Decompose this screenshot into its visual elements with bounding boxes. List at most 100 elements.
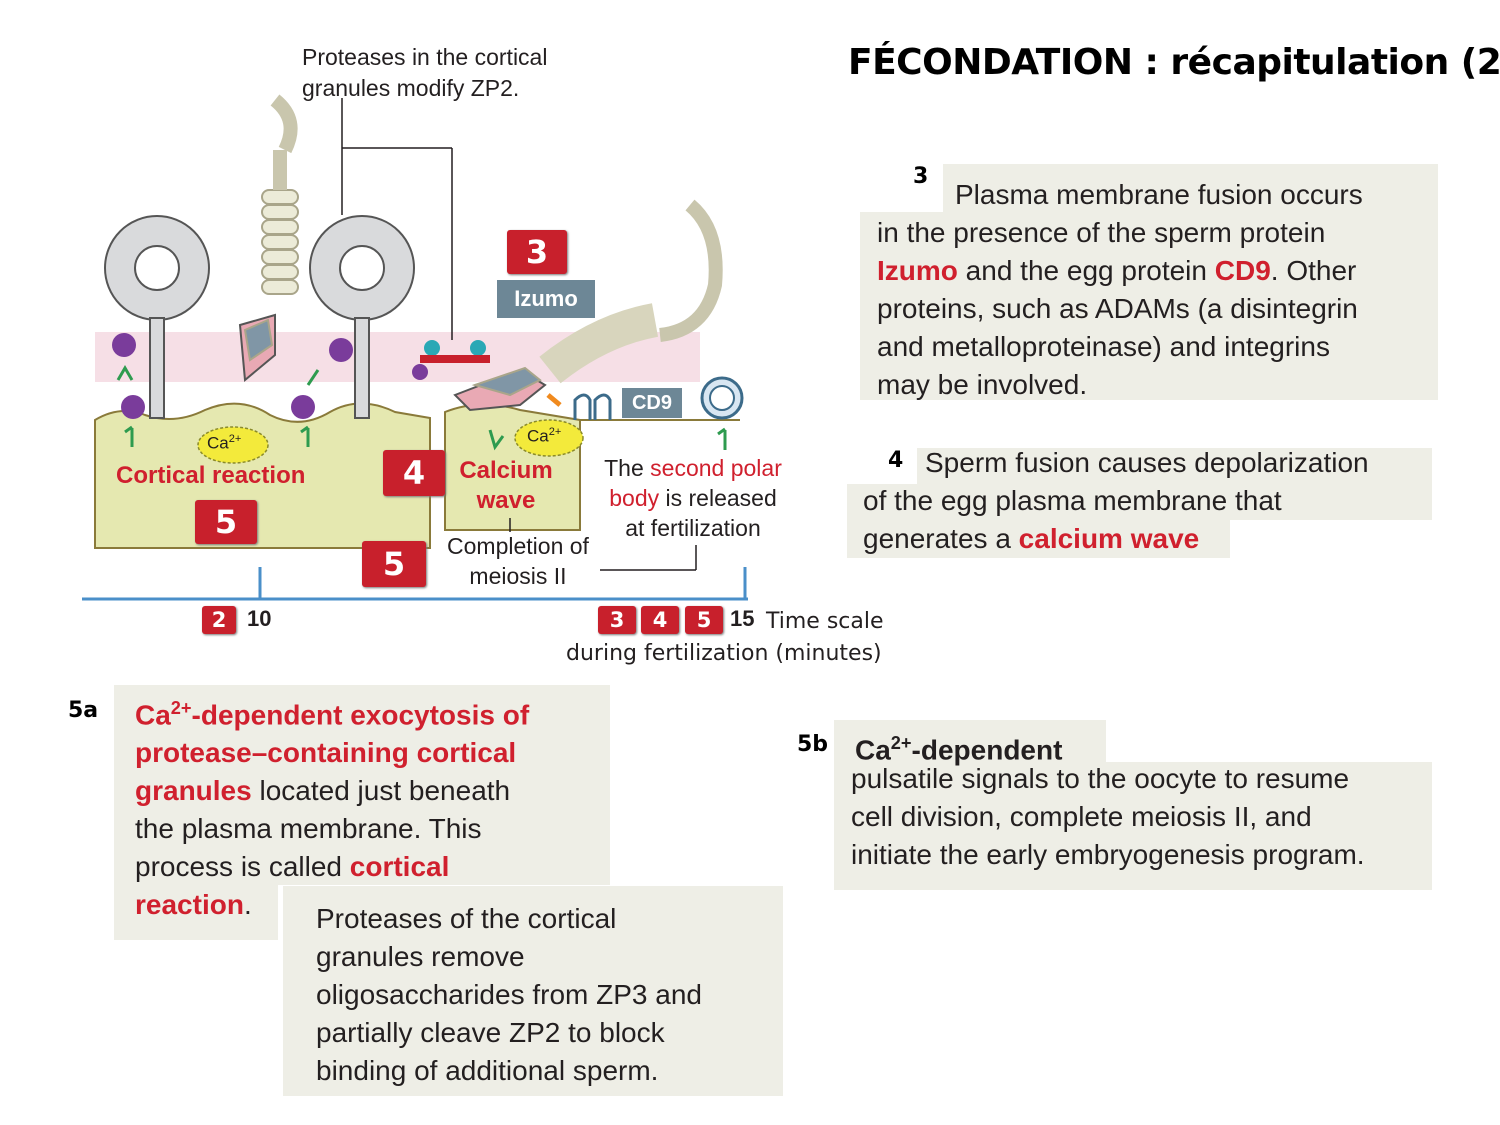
box3-cd9: CD9	[1214, 255, 1271, 286]
step-5-badge-center: 5	[362, 541, 426, 587]
box5b-red-rest: -dependent	[911, 734, 1063, 766]
completion-meiosis-label: Completion of meiosis II	[432, 531, 604, 591]
completion-line1: Completion of	[447, 533, 589, 559]
box4-line3-prefix: generates a	[863, 523, 1019, 554]
box3-izumo: Izumo	[877, 255, 958, 286]
sperm-left	[238, 94, 299, 382]
box5a2-line4: partially cleave ZP2 to block	[316, 1017, 665, 1048]
time-axis	[82, 567, 748, 601]
box5b-line3: initiate the early embryogenesis program…	[851, 839, 1365, 870]
exocytosis-arrows	[116, 365, 727, 451]
time-scale-label-line1: Time scale	[766, 609, 884, 634]
time-scale-label-line2: during fertilization (minutes)	[566, 641, 882, 666]
time-tick-10: 10	[247, 606, 272, 631]
box5a-red-line1-rest: -dependent exocytosis of	[191, 699, 530, 731]
box3-header-bg	[943, 164, 1438, 214]
ca-base: Ca	[207, 433, 229, 453]
box3-mid: and the egg protein	[957, 255, 1215, 286]
polar-line3: at fertilization	[625, 515, 761, 541]
box4-line2: of the egg plasma membrane that	[863, 485, 1282, 516]
cd9-receptor	[573, 393, 612, 420]
time-badge-4: 4	[641, 606, 679, 634]
box5a2-bg	[283, 886, 783, 1096]
box5a-bg-top	[114, 685, 610, 885]
box5b-line2: cell division, complete meiosis II, and	[851, 801, 1312, 832]
box5a-line5-prefix: process is called	[135, 851, 350, 883]
box3-line4: proteins, such as ADAMs (a disintegrin	[877, 293, 1358, 324]
calcium-wave-line2: wave	[476, 487, 536, 514]
calcium-wave-label: Calcium wave	[452, 456, 560, 516]
box4-line1: Sperm fusion causes depolarization	[925, 447, 1369, 478]
box5a-line6-red: reaction	[135, 889, 244, 921]
polar-suffix: is released	[659, 485, 777, 511]
polar-prefix: The	[604, 455, 651, 481]
polar-body-label: The second polar body is released at fer…	[588, 453, 798, 543]
protease-leader-lines	[341, 98, 697, 571]
cd9-label: CD9	[622, 388, 682, 418]
box4-header-bg	[917, 448, 1432, 484]
box4-end-bg	[847, 520, 1230, 558]
protease-label-line1: Proteases in the cortical	[302, 44, 548, 70]
box3-body: in the presence of the sperm protein Izu…	[877, 214, 1358, 404]
fertilization-diagram	[82, 94, 748, 601]
box3-line1: Plasma membrane fusion occurs	[955, 179, 1363, 210]
box5a2-line1: Proteases of the cortical	[316, 903, 617, 934]
time-badge-2: 2	[202, 606, 236, 634]
box5b-body: pulsatile signals to the oocyte to resum…	[851, 760, 1365, 874]
box3-body-bg	[860, 212, 1438, 400]
step-4-badge: 4	[383, 450, 445, 496]
polar-red2: body	[609, 485, 660, 511]
ca-base: Ca	[527, 426, 549, 446]
page-title: FÉCONDATION : récapitulation (2)	[848, 42, 1500, 83]
box5a-bg-bottom	[114, 885, 278, 940]
box5b-body-bg	[834, 762, 1432, 890]
box3-line2: in the presence of the sperm protein	[877, 217, 1326, 248]
box5a-number: 5a	[68, 698, 99, 723]
box3-other: . Other	[1270, 255, 1357, 286]
box5a2-line2: granules remove	[316, 941, 525, 972]
box5a-red-base: Ca	[135, 699, 171, 731]
calcium-cloud-right	[514, 419, 584, 457]
protease-label: Proteases in the cortical granules modif…	[302, 42, 547, 104]
calcium-wave-line1: Calcium	[459, 457, 553, 484]
box5a2-line5: binding of additional sperm.	[316, 1055, 659, 1086]
cortical-granules	[112, 333, 353, 419]
box5a-red-line3: granules	[135, 775, 252, 807]
box5a2-line3: oligosaccharides from ZP3 and	[316, 979, 702, 1010]
step-3-badge: 3	[507, 230, 567, 274]
ca-sup: 2+	[548, 426, 562, 438]
ca-sup: 2+	[228, 433, 242, 445]
box5b-number: 5b	[797, 732, 829, 757]
time-tick-15: 15	[730, 606, 755, 631]
box5b-red-header: Ca2+-dependent	[855, 724, 1062, 769]
box5b-line1: pulsatile signals to the oocyte to resum…	[851, 763, 1350, 794]
completion-line2: meiosis II	[469, 563, 567, 589]
zp-receptor-1	[104, 215, 210, 419]
box5a-line3-rest: located just beneath	[251, 775, 511, 807]
box3-number: 3	[913, 164, 929, 189]
box3-line5: and metalloproteinase) and integrins	[877, 331, 1330, 362]
cortical-reaction-label: Cortical reaction	[116, 462, 306, 489]
box4-body: of the egg plasma membrane that generate…	[863, 482, 1282, 558]
box5a-line4: the plasma membrane. This	[135, 813, 482, 845]
polar-red1: second polar	[650, 455, 782, 481]
box5a-red-sup: 2+	[170, 698, 192, 718]
box4-mid-bg	[847, 484, 1432, 520]
time-badge-3: 3	[598, 606, 636, 634]
box5b-red-base: Ca	[855, 734, 891, 766]
time-badge-5: 5	[685, 606, 723, 634]
calcium-label-left: Ca2+	[207, 433, 241, 454]
box5a-red-line2: protease–containing cortical	[135, 737, 517, 769]
step-5-badge-left: 5	[195, 500, 257, 544]
protease-label-line2: granules modify ZP2.	[302, 75, 520, 101]
izumo-label: Izumo	[497, 280, 595, 318]
box5a-line6-rest: .	[243, 889, 252, 921]
box5b-red-sup: 2+	[890, 733, 912, 753]
box4-number: 4	[888, 448, 904, 473]
sperm-right	[453, 199, 723, 412]
box5b-header-bg	[834, 720, 1106, 762]
box5a-body: Ca2+-dependent exocytosis of protease–co…	[135, 689, 529, 924]
box5a2-body: Proteases of the cortical granules remov…	[316, 900, 702, 1090]
fusion-molecules	[412, 340, 490, 380]
calcium-cloud-left	[197, 426, 269, 464]
